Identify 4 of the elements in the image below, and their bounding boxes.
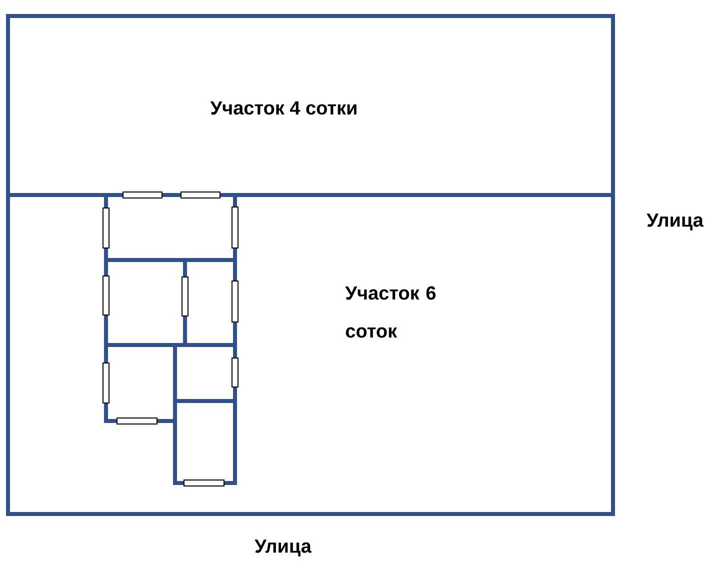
plot-label: Участок 4 сотки xyxy=(210,101,356,115)
plot-label: Участок 6 соток xyxy=(345,286,436,338)
street-label: Улица xyxy=(254,540,312,556)
street-label: Улица xyxy=(646,214,704,230)
